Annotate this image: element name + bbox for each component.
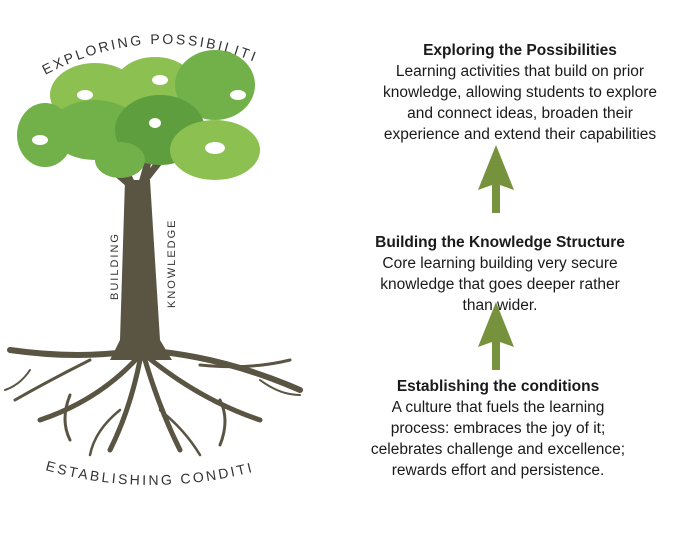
stage-exploring: Exploring the Possibilities Learning act… [350,40,690,145]
stage-title: Exploring the Possibilities [423,42,617,59]
stage-line: experience and extend their capabilities [383,126,657,143]
stage-line: than wider. [462,297,538,314]
label-knowledge: KNOWLEDGE [166,218,178,308]
stage-line: celebrates challenge and excellence; [370,441,626,458]
stage-line: and connect ideas, broaden their [407,105,633,122]
stage-line: Core learning building very secure [382,255,618,272]
stage-building: Building the Knowledge Structure Core le… [350,232,650,316]
stage-establishing: Establishing the conditions A culture th… [350,376,646,481]
arrow-up-icon [478,302,514,370]
stage-line: process: embraces the joy of it; [390,420,606,437]
tree-illustration: EXPLORING POSSIBILITIES BUIL [0,0,303,488]
foliage [17,50,260,180]
stage-line: knowledge that goes deeper rather [380,276,620,293]
stage-title: Building the Knowledge Structure [375,234,625,251]
stage-line: rewards effort and persistence. [391,462,605,479]
stage-line: knowledge, allowing students to explore [382,84,657,101]
stage-line: Learning activities that build on prior [395,63,645,80]
stage-line: A culture that fuels the learning [391,399,605,416]
arrow-up-icon [478,145,514,213]
label-building: BUILDING [109,232,121,300]
roots [4,347,303,457]
stage-title: Establishing the conditions [396,378,600,395]
